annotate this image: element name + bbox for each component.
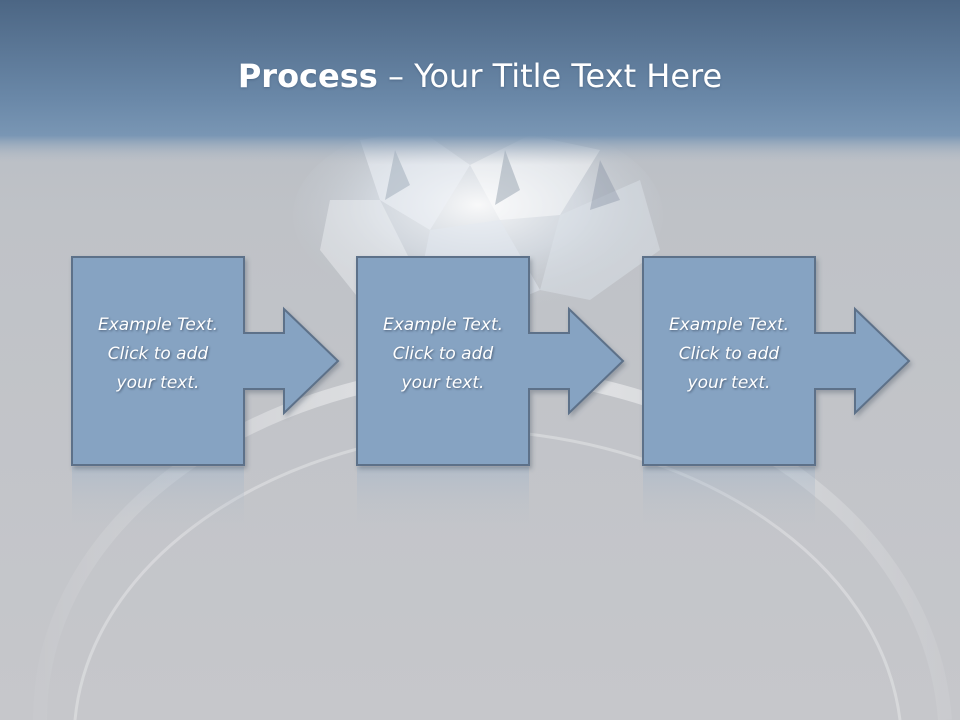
step-2-line-3: your text. xyxy=(401,373,485,393)
step-reflections xyxy=(72,467,815,537)
step-3-line-1: Example Text. xyxy=(668,315,790,335)
step-1-line-2: Click to add xyxy=(107,344,209,364)
step-2-arrow-shape xyxy=(356,256,625,466)
step-2-text[interactable]: Example Text. Click to add your text. xyxy=(357,311,529,398)
step-3-line-2: Click to add xyxy=(678,344,780,364)
step-1-line-3: your text. xyxy=(116,373,200,393)
step-3-arrow-shape xyxy=(642,256,911,466)
header-band xyxy=(0,0,960,165)
step-3-text[interactable]: Example Text. Click to add your text. xyxy=(643,311,815,398)
process-step-2[interactable] xyxy=(356,256,625,466)
step-3-line-3: your text. xyxy=(687,373,771,393)
slide-title[interactable]: Process – Your Title Text Here xyxy=(0,54,960,98)
title-bold-text: Process xyxy=(237,57,378,95)
process-step-3[interactable] xyxy=(642,256,911,466)
step-1-line-1: Example Text. xyxy=(97,315,219,335)
process-step-1[interactable] xyxy=(71,256,340,466)
step-2-line-2: Click to add xyxy=(392,344,494,364)
step-1-arrow-shape xyxy=(71,256,340,466)
step-2-line-1: Example Text. xyxy=(382,315,504,335)
step-1-text[interactable]: Example Text. Click to add your text. xyxy=(72,311,244,398)
title-rest-text: – Your Title Text Here xyxy=(377,57,723,95)
